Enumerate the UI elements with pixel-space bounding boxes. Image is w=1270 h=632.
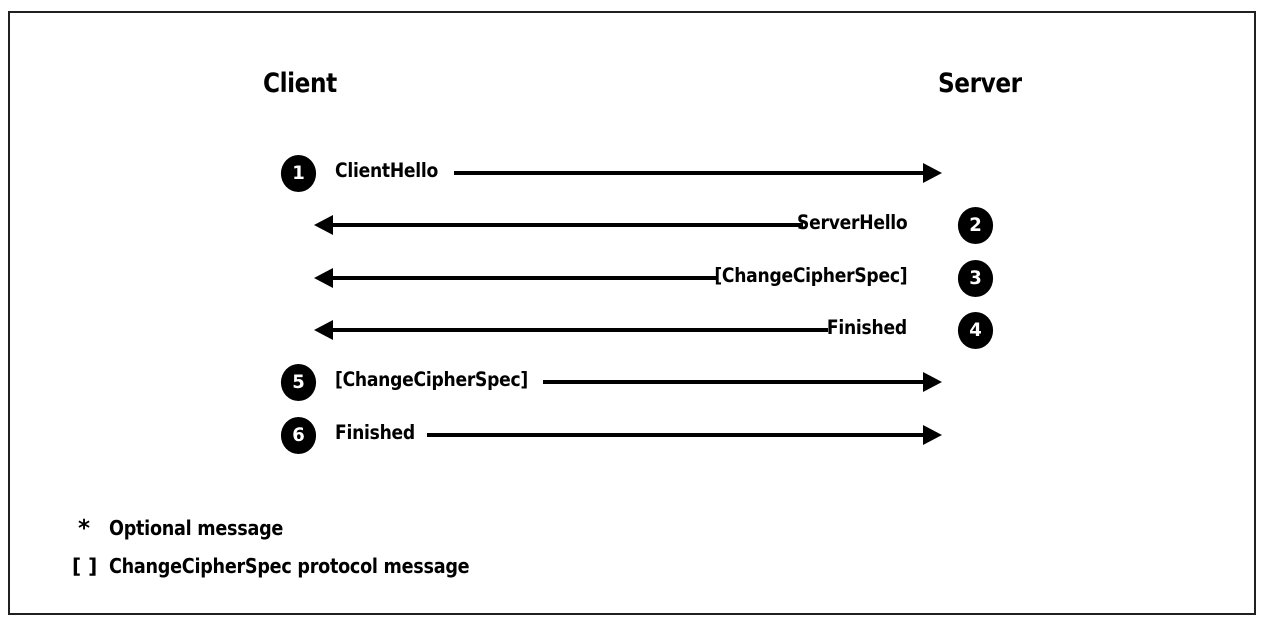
arrow-shaft	[332, 328, 828, 332]
step-number-badge: 2	[957, 207, 994, 244]
diagram-frame: Client Server 1 ClientHello 2 ServerHello 3 […	[8, 11, 1256, 615]
arrow-head	[314, 320, 333, 340]
arrow-shaft	[454, 171, 924, 175]
client-column-heading: Client	[263, 68, 337, 99]
arrow-head	[923, 425, 942, 445]
legend-marker: *	[78, 516, 91, 542]
arrow-left-icon	[314, 320, 828, 340]
step-number-badge: 5	[280, 364, 317, 401]
arrow-head	[314, 215, 333, 235]
arrow-shaft	[427, 433, 924, 437]
arrow-head	[314, 268, 333, 288]
arrow-left-icon	[314, 268, 717, 288]
legend-text: ChangeCipherSpec protocol message	[109, 554, 470, 578]
message-label: ClientHello	[335, 159, 439, 182]
step-number-badge: 6	[280, 417, 317, 454]
arrow-right-icon	[543, 372, 942, 392]
message-row: 6 Finished	[10, 414, 1254, 458]
arrow-left-icon	[314, 215, 803, 235]
arrow-head	[923, 372, 942, 392]
message-label: [ChangeCipherSpec]	[714, 264, 907, 287]
arrow-head	[923, 163, 942, 183]
arrow-shaft	[543, 380, 924, 384]
message-row: 5 [ChangeCipherSpec]	[10, 361, 1254, 405]
legend-marker: [ ]	[72, 554, 98, 578]
message-label: Finished	[827, 316, 907, 339]
arrow-right-icon	[427, 425, 942, 445]
message-row: 2 ServerHello	[10, 204, 1254, 248]
arrow-shaft	[332, 276, 717, 280]
step-number-badge: 4	[957, 312, 994, 349]
message-label: ServerHello	[796, 211, 908, 234]
step-number-badge: 1	[280, 155, 317, 192]
message-label: Finished	[335, 421, 415, 444]
legend-text: Optional message	[109, 516, 284, 540]
message-label: [ChangeCipherSpec]	[335, 368, 528, 391]
message-row: 3 [ChangeCipherSpec]	[10, 257, 1254, 301]
message-row: 4 Finished	[10, 309, 1254, 353]
step-number-badge: 3	[957, 260, 994, 297]
arrow-right-icon	[454, 163, 942, 183]
message-row: 1 ClientHello	[10, 152, 1254, 196]
server-column-heading: Server	[938, 68, 1022, 99]
arrow-shaft	[332, 223, 803, 227]
